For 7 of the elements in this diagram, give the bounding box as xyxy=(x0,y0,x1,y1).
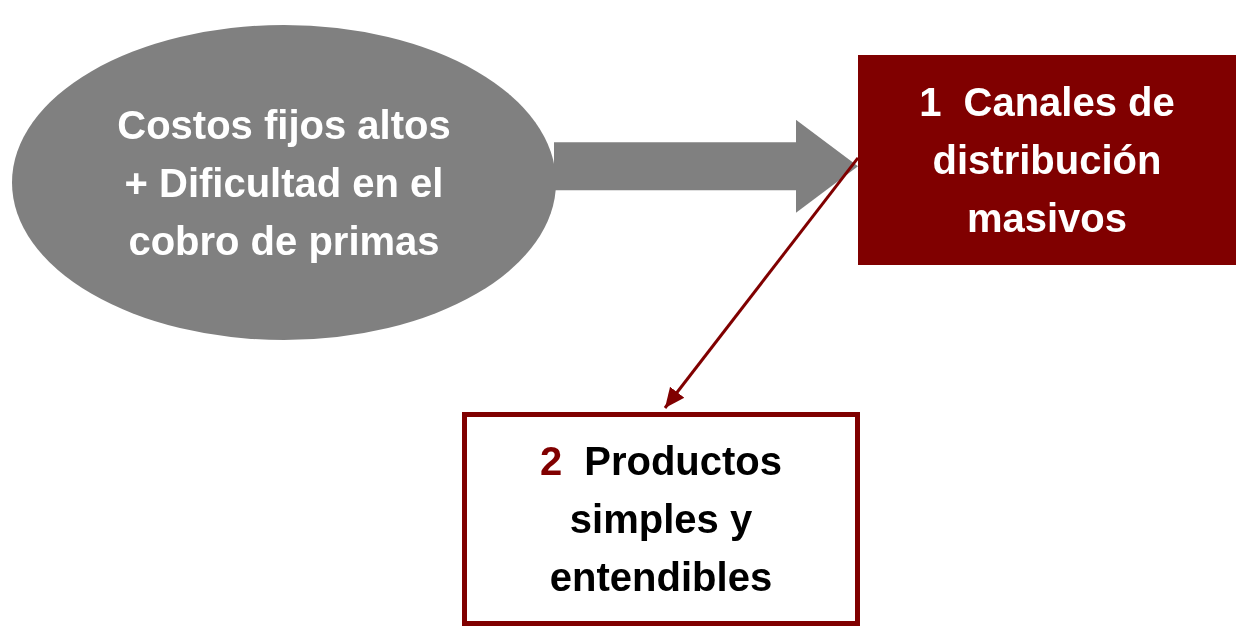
node-text: Costos fijos altos + Dificultad en el cobro de primas xyxy=(116,101,452,265)
node-text: 2 Productos simples y entendibles xyxy=(538,438,783,601)
node-text: 1 Canales de distribución masivos xyxy=(918,79,1176,242)
block-arrow xyxy=(554,119,858,213)
process-box xyxy=(462,412,860,626)
arrow xyxy=(663,157,860,409)
process-box xyxy=(858,55,1236,265)
